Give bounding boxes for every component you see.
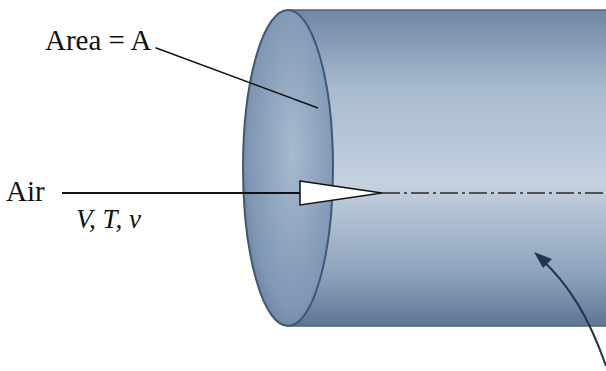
- pointer-line: [540, 258, 606, 366]
- pipe-opening: [243, 10, 333, 326]
- pointer-head: [534, 252, 552, 268]
- area-label: Area = A: [45, 26, 152, 55]
- flow-line: [62, 192, 302, 194]
- state-label: V, T, v: [76, 206, 141, 233]
- flow-label: Air: [6, 177, 45, 206]
- leader-line: [156, 48, 318, 108]
- pipe-edge: [288, 325, 606, 327]
- pipe-edge: [288, 9, 606, 11]
- center-line: [382, 192, 606, 194]
- pipe-body: [288, 10, 606, 326]
- flow-arrowhead: [300, 181, 382, 205]
